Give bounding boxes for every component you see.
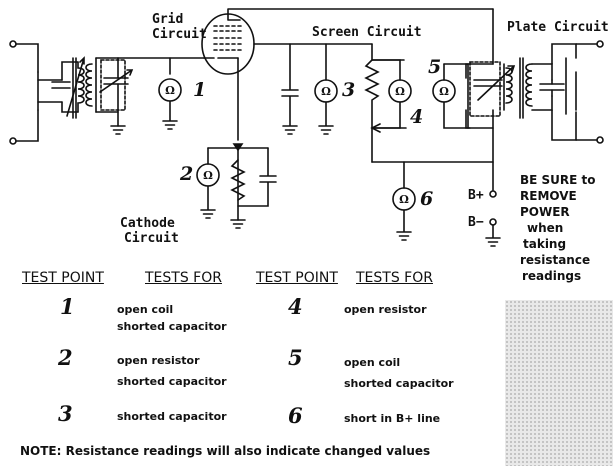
screen-circuit-label: Screen Circuit <box>312 25 422 40</box>
cathode-circuit-label: Cathode Circuit <box>120 216 179 246</box>
cathode-circuit-label-line-2: Circuit <box>124 231 179 246</box>
row-1-test-line-2: shorted capacitor <box>117 320 227 333</box>
row-6-test-line-1: short in B+ line <box>344 412 441 425</box>
marker-test-point-6: 6 <box>420 188 434 210</box>
input-terminals <box>9 40 39 145</box>
row-2-test-point: 2 <box>58 345 73 370</box>
ohmmeter-1-symbol: Ω <box>165 84 175 97</box>
row-5-test-point: 5 <box>288 345 303 370</box>
warning-line-2: REMOVE <box>520 189 577 203</box>
row-3-test-line-1: shorted capacitor <box>117 410 227 423</box>
warning-line-5: taking <box>523 237 567 251</box>
grid-wire <box>117 57 205 130</box>
header-tests-for-right: TESTS FOR <box>356 270 433 286</box>
row-4-test-line-1: open resistor <box>344 303 427 316</box>
row-1-test-line-1: open coil <box>117 303 174 316</box>
ohmmeter-3-symbol: Ω <box>321 85 331 98</box>
ohmmeter-4-symbol: Ω <box>395 85 405 98</box>
row-6-test-point: 6 <box>288 403 303 428</box>
warning-line-6: resistance <box>520 253 591 267</box>
b-plus-label: B+ <box>468 188 484 203</box>
grid-circuit-label-line-2: Circuit <box>152 27 207 42</box>
resistance-note: NOTE: Resistance readings will also indi… <box>20 444 431 458</box>
output-transformer <box>432 40 604 144</box>
marker-test-point-4: 4 <box>410 106 424 128</box>
marker-test-point-2: 2 <box>180 163 194 185</box>
input-transformer <box>37 56 134 135</box>
row-2-test-line-2: shorted capacitor <box>117 375 227 388</box>
stippled-background-patch <box>505 300 613 466</box>
marker-test-point-1: 1 <box>193 79 207 101</box>
header-test-point-left: TEST POINT <box>22 270 104 286</box>
row-4-test-point: 4 <box>288 294 303 319</box>
ohmmeter-5-symbol: Ω <box>439 85 449 98</box>
warning-line-7: readings <box>522 269 582 283</box>
power-warning: BE SURE to REMOVE POWER when taking resi… <box>520 172 610 284</box>
row-5-test-line-2: shorted capacitor <box>344 377 454 390</box>
plate-circuit-label: Plate Circuit <box>507 20 609 35</box>
ohmmeter-2-symbol: Ω <box>203 169 213 182</box>
row-3-test-point: 3 <box>58 401 73 426</box>
grid-circuit-label: Grid Circuit <box>152 12 207 42</box>
header-tests-for-left: TESTS FOR <box>145 270 222 286</box>
b-minus-label: B− <box>468 215 484 230</box>
warning-line-4: when <box>527 221 564 235</box>
row-5-test-line-1: open coil <box>344 356 401 369</box>
row-1-test-point: 1 <box>60 294 75 319</box>
screen-circuit-wiring <box>253 43 412 163</box>
marker-test-point-3: 3 <box>342 79 356 101</box>
cathode-circuit-wiring <box>196 143 277 229</box>
ohmmeter-6-symbol: Ω <box>399 193 409 206</box>
row-2-test-line-1: open resistor <box>117 354 200 367</box>
warning-line-3: POWER <box>520 205 570 219</box>
marker-test-point-5: 5 <box>428 56 442 78</box>
warning-line-1: BE SURE to <box>520 173 596 187</box>
b-plus-line <box>371 8 501 247</box>
cathode-circuit-label-line-1: Cathode <box>120 216 175 231</box>
grid-circuit-label-line-1: Grid <box>152 12 184 27</box>
header-test-point-right: TEST POINT <box>256 270 338 286</box>
